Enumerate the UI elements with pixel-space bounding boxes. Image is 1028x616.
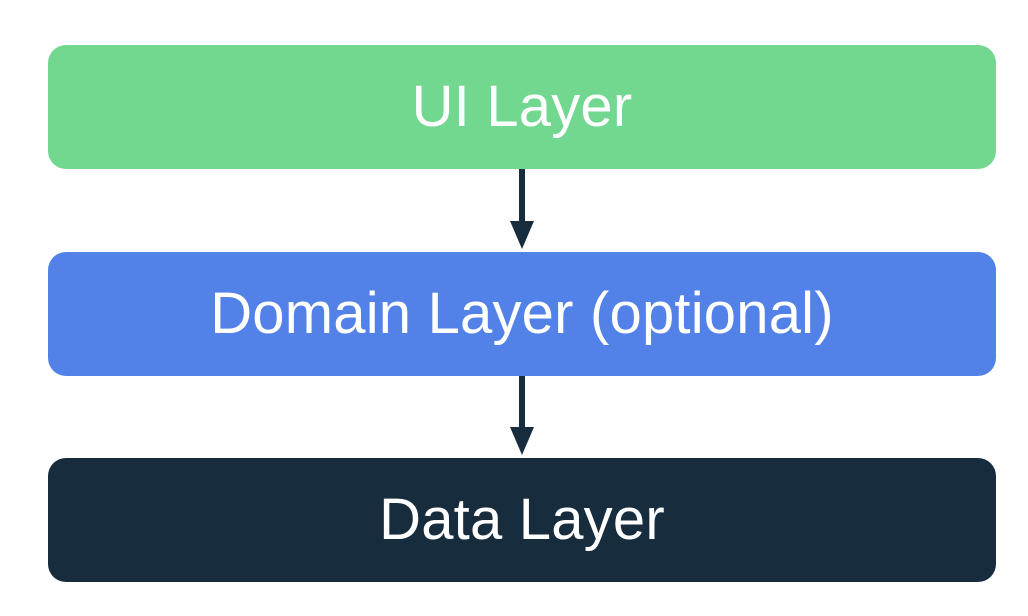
arrow-domain-to-data	[510, 376, 534, 455]
arrow-ui-to-domain	[510, 169, 534, 249]
ui-layer-label: UI Layer	[411, 74, 633, 139]
domain-layer-box: Domain Layer (optional)	[48, 252, 996, 376]
data-layer-box: Data Layer	[48, 458, 996, 582]
ui-layer-box: UI Layer	[48, 45, 996, 169]
domain-layer-label: Domain Layer (optional)	[210, 281, 834, 346]
data-layer-label: Data Layer	[379, 487, 665, 552]
